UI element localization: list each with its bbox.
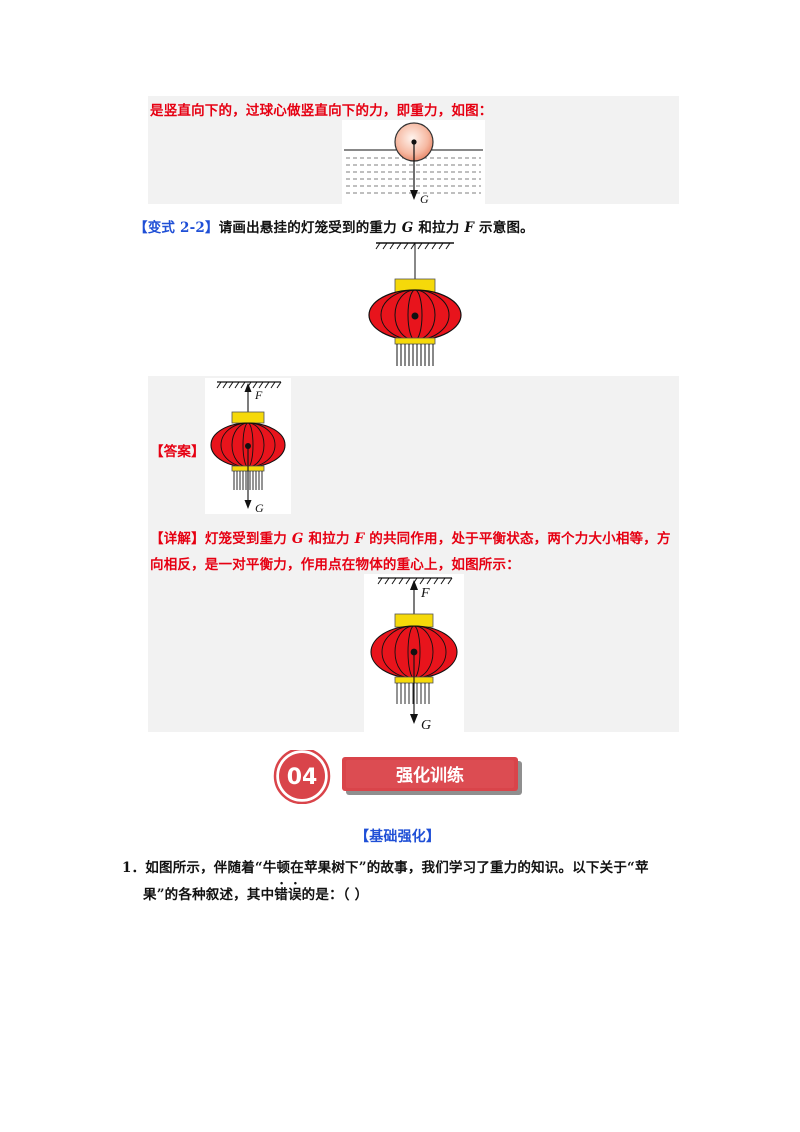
- answer-tag: 【答案】: [150, 444, 205, 460]
- gravity-label: G: [421, 718, 431, 732]
- gravity-label: G: [420, 192, 429, 204]
- detail-line-1: 【详解】灯笼受到重力 G 和拉力 F 的共同作用，处于平衡状态，两个力大小相等，…: [150, 531, 671, 547]
- pull-force-label: F: [254, 388, 263, 402]
- section-badge: 04 强化训练: [272, 750, 524, 804]
- question-number: 1．: [122, 860, 146, 876]
- floating-ball-figure: G: [342, 120, 485, 204]
- variant-tag: 【变式 2-2】: [134, 220, 219, 236]
- answer-lantern-figure: F G: [205, 378, 291, 514]
- variant-question: 【变式 2-2】请画出悬挂的灯笼受到的重力 G 和拉力 F 示意图。: [134, 220, 534, 236]
- question-1-line-2: 果”的各种叙述，其中错误的是：（ ）: [143, 883, 368, 903]
- emphasis-char: 误: [288, 887, 302, 903]
- detail-lantern-figure: F G: [364, 574, 464, 732]
- gravity-label: G: [255, 501, 264, 514]
- solution-text-1: 是竖直向下的，过球心做竖直向下的力，即重力，如图：: [150, 103, 493, 119]
- section-title: 强化训练: [396, 765, 464, 786]
- emphasis-char: 错: [274, 887, 288, 903]
- lantern-figure: [362, 238, 468, 370]
- detail-tag: 【详解】: [150, 531, 205, 547]
- pull-force-label: F: [420, 586, 430, 601]
- question-1-line-1: 1．如图所示，伴随着“牛顿在苹果树下”的故事，我们学习了重力的知识。以下关于“苹: [122, 860, 649, 876]
- basic-heading: 【基础强化】: [355, 829, 441, 845]
- section-number: 04: [287, 765, 318, 790]
- detail-line-2: 向相反，是一对平衡力，作用点在物体的重心上，如图所示：: [150, 557, 520, 573]
